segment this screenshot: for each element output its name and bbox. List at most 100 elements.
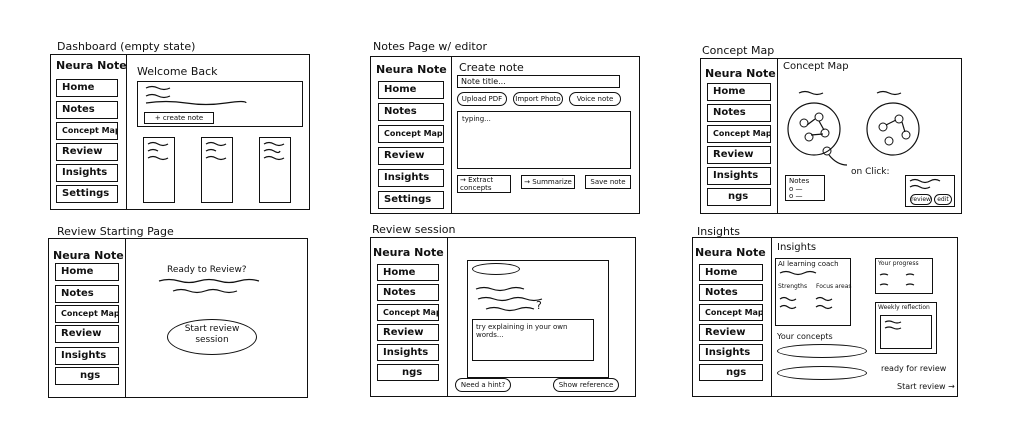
upload-pdf-button[interactable]: Upload PDF: [457, 92, 507, 106]
nav-settings[interactable]: Settings: [378, 191, 444, 209]
nav-notes[interactable]: Notes: [699, 284, 763, 301]
answer-input[interactable]: try explaining in your own words...: [472, 319, 594, 361]
app-brand: Neura Note: [705, 67, 776, 80]
nav-review[interactable]: Review: [699, 324, 763, 341]
nav-notes[interactable]: Notes: [55, 285, 119, 303]
start-review-link[interactable]: Start review →: [897, 382, 955, 391]
nav-home[interactable]: Home: [56, 79, 118, 97]
nav-settings[interactable]: ngs: [699, 364, 763, 381]
nav-notes[interactable]: Notes: [377, 284, 439, 301]
welcome-card: + create note: [137, 81, 303, 127]
extract-concepts-button[interactable]: → Extract concepts: [457, 175, 511, 193]
nav-settings[interactable]: ngs: [55, 367, 119, 385]
import-photo-button[interactable]: Import Photo: [513, 92, 563, 106]
summarize-button[interactable]: → Summarize: [521, 175, 575, 189]
list-item: o —: [789, 192, 803, 200]
nav-home[interactable]: Home: [699, 264, 763, 281]
show-reference-button[interactable]: Show reference: [553, 378, 619, 392]
sidebar: Neura Note Home Notes Concept Map Review…: [371, 238, 448, 396]
concept-map-frame: Neura Note Home Notes Concept Map Review…: [700, 58, 962, 214]
notes-frame: Neura Note Home Notes Concept Map Review…: [370, 56, 640, 214]
nav-insights[interactable]: Insights: [378, 169, 444, 187]
question-mark: ?: [536, 299, 542, 312]
your-progress-label: Your progress: [878, 260, 919, 267]
scribble-text: [779, 270, 817, 276]
nav-notes[interactable]: Notes: [378, 103, 444, 121]
scribble-text: [205, 141, 227, 161]
nav-concept-map[interactable]: Concept Map: [377, 304, 439, 321]
nav-review[interactable]: Review: [378, 147, 444, 165]
nav-review[interactable]: Review: [56, 143, 118, 161]
need-hint-button[interactable]: Need a hint?: [455, 378, 511, 392]
notes-label: Notes: [789, 177, 810, 185]
nav-notes[interactable]: Notes: [56, 101, 118, 119]
ai-coach-label: AI learning coach: [778, 260, 839, 268]
note-card[interactable]: [259, 137, 291, 203]
scribble-text: [779, 296, 833, 310]
focus-areas-label: Focus areas: [816, 283, 852, 290]
review-start-caption: Review Starting Page: [57, 225, 174, 238]
sidebar: Neura Note Home Notes Concept Map Review…: [701, 59, 778, 213]
review-start-frame: Neura Note Home Notes Concept Map Review…: [48, 238, 308, 398]
nav-insights[interactable]: Insights: [55, 347, 119, 365]
nav-review[interactable]: Review: [55, 325, 119, 343]
ai-coach-card: AI learning coach Strengths Focus areas: [775, 258, 852, 326]
note-card[interactable]: [143, 137, 175, 203]
create-note-button[interactable]: + create note: [144, 112, 214, 124]
app-brand: Neura Note: [53, 249, 124, 262]
nav-home[interactable]: Home: [55, 263, 119, 281]
nav-home[interactable]: Home: [378, 81, 444, 99]
weekly-reflection-card: Weekly reflection: [875, 302, 937, 354]
nav-concept-map[interactable]: Concept Map: [699, 304, 763, 321]
insights-heading: Insights: [777, 242, 817, 253]
reflection-input[interactable]: [880, 315, 932, 349]
strengths-label: Strengths: [778, 283, 808, 290]
scribble-text: [263, 141, 285, 161]
nav-insights[interactable]: Insights: [377, 344, 439, 361]
nav-concept-map[interactable]: Concept Map: [55, 305, 119, 323]
start-review-session-button[interactable]: Start review session: [167, 319, 257, 355]
nav-insights[interactable]: Insights: [707, 167, 771, 185]
review-session-frame: Neura Note Home Notes Concept Map Review…: [370, 237, 636, 397]
scribble-text: [158, 278, 260, 294]
nav-insights[interactable]: Insights: [56, 164, 118, 182]
nav-concept-map[interactable]: Concept Map: [378, 125, 444, 143]
review-button[interactable]: review: [910, 194, 932, 205]
nav-review[interactable]: Review: [707, 146, 771, 164]
note-card[interactable]: [201, 137, 233, 203]
note-editor[interactable]: typing...: [457, 111, 631, 169]
scribble-text: [475, 286, 543, 312]
scribble-text: [145, 85, 247, 106]
nav-review[interactable]: Review: [377, 324, 439, 341]
insights-frame: Neura Note Home Notes Concept Map Review…: [692, 237, 958, 397]
dashboard-caption: Dashboard (empty state): [57, 40, 196, 53]
ready-for-review-label: ready for review: [881, 364, 947, 373]
create-note-heading: Create note: [459, 61, 524, 74]
nav-settings[interactable]: Settings: [56, 185, 118, 203]
list-item: o —: [789, 185, 803, 193]
voice-note-button[interactable]: Voice note: [569, 92, 621, 106]
app-brand: Neura Note: [56, 59, 127, 72]
edit-button[interactable]: edit: [934, 194, 952, 205]
concept-pill[interactable]: [777, 344, 867, 358]
nav-home[interactable]: Home: [707, 83, 771, 101]
note-title-input[interactable]: Note title...: [457, 75, 620, 88]
concept-tag: [472, 263, 520, 275]
review-session-caption: Review session: [372, 223, 456, 236]
concept-pill[interactable]: [777, 366, 867, 380]
save-note-button[interactable]: Save note: [585, 175, 631, 189]
sidebar: Neura Note Home Notes Concept Map Review…: [51, 55, 127, 209]
sidebar: Neura Note Home Notes Concept Map Review…: [371, 57, 452, 213]
on-click-label: on Click:: [851, 167, 890, 177]
nav-notes[interactable]: Notes: [707, 104, 771, 122]
welcome-heading: Welcome Back: [137, 65, 218, 78]
nav-concept-map[interactable]: Concept Map: [56, 122, 118, 140]
nav-insights[interactable]: Insights: [699, 344, 763, 361]
app-brand: Neura Note: [695, 246, 766, 259]
nav-concept-map[interactable]: Concept Map: [707, 125, 771, 143]
weekly-reflection-label: Weekly reflection: [878, 304, 930, 311]
nav-home[interactable]: Home: [377, 264, 439, 281]
nav-settings[interactable]: ngs: [377, 364, 439, 381]
review-card: ? try explaining in your own words...: [467, 260, 609, 378]
nav-settings[interactable]: ngs: [707, 188, 771, 206]
